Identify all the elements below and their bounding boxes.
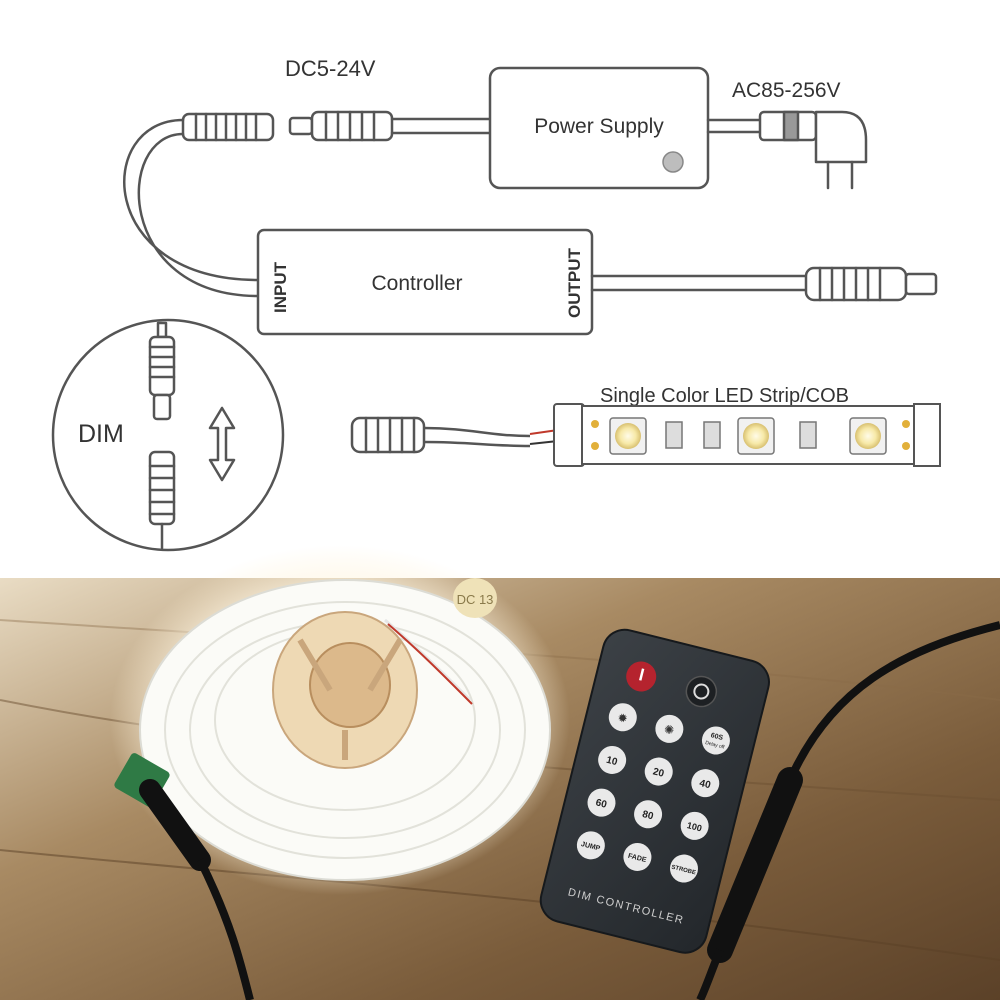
remote-control: ✹ ✺ 60S Delay off 10 20 40 60 80 100 JUM…: [539, 628, 770, 954]
output-dc-plug: [590, 266, 938, 302]
led-strip: [350, 403, 941, 467]
svg-text:20: 20: [652, 766, 666, 779]
svg-text:JUMP: JUMP: [580, 841, 601, 853]
dc-voltage-label: DC5-24V: [285, 56, 376, 81]
svg-text:40: 40: [698, 778, 712, 791]
product-photo: DC 13 ✹ ✺ 60S Delay off 10: [0, 545, 1000, 1000]
level-20-button[interactable]: [642, 755, 676, 789]
dim-female-jack: [148, 450, 176, 550]
fade-button[interactable]: [620, 840, 654, 874]
svg-text:Delay off: Delay off: [704, 740, 725, 751]
reel-label-sticker: [453, 578, 497, 618]
svg-text:60: 60: [594, 797, 608, 810]
dim-male-plug: [148, 321, 176, 421]
connect-arrow-icon: [208, 406, 236, 482]
brightness-down-button[interactable]: [652, 712, 686, 746]
dim-detail-circle: DIM: [51, 318, 285, 552]
level-40-button[interactable]: [688, 766, 722, 800]
level-10-button[interactable]: [595, 743, 629, 777]
dc-female-jack-top: [181, 112, 275, 142]
led-strip-reel: DC 13: [110, 545, 570, 895]
level-100-button[interactable]: [678, 809, 712, 843]
ac-voltage-label: AC85-256V: [732, 79, 841, 102]
power-button[interactable]: [683, 673, 719, 709]
controller-box: INPUT OUTPUT Controller: [256, 228, 594, 336]
cable-loop: [123, 118, 260, 298]
svg-text:100: 100: [686, 820, 703, 833]
power-supply-box: Power Supply: [488, 66, 710, 190]
strip-dc-jack: [350, 416, 426, 454]
svg-text:80: 80: [641, 809, 655, 822]
indicator-light: [662, 151, 684, 173]
sun-icon: ✹: [616, 710, 629, 726]
strip-label: Single Color LED Strip/COB: [600, 385, 849, 407]
svg-text:60S: 60S: [710, 732, 724, 742]
svg-text:10: 10: [605, 755, 619, 768]
strip-connector: [114, 753, 254, 1000]
diagram-section: DC5-24V: [51, 56, 941, 552]
ac-plug: [706, 110, 868, 190]
reel-label: DC 13: [457, 592, 494, 607]
delay-off-button[interactable]: [699, 724, 733, 758]
power-supply-label: Power Supply: [534, 115, 664, 138]
dc-plug-photo: [707, 767, 803, 963]
level-80-button[interactable]: [631, 797, 665, 831]
jump-button[interactable]: [574, 828, 608, 862]
level-60-button[interactable]: [585, 786, 619, 820]
brightness-up-button[interactable]: [606, 700, 640, 734]
svg-text:FADE: FADE: [627, 853, 647, 864]
dim-label: DIM: [78, 420, 124, 448]
sun-small-icon: ✺: [663, 722, 676, 738]
power-cable: [786, 621, 1000, 782]
controller-label: Controller: [371, 272, 462, 295]
svg-text:STROBE: STROBE: [671, 865, 697, 877]
strobe-button[interactable]: [667, 852, 701, 886]
input-label: INPUT: [271, 261, 290, 313]
dc-male-plug-top: [288, 110, 492, 142]
output-label: OUTPUT: [565, 248, 584, 319]
